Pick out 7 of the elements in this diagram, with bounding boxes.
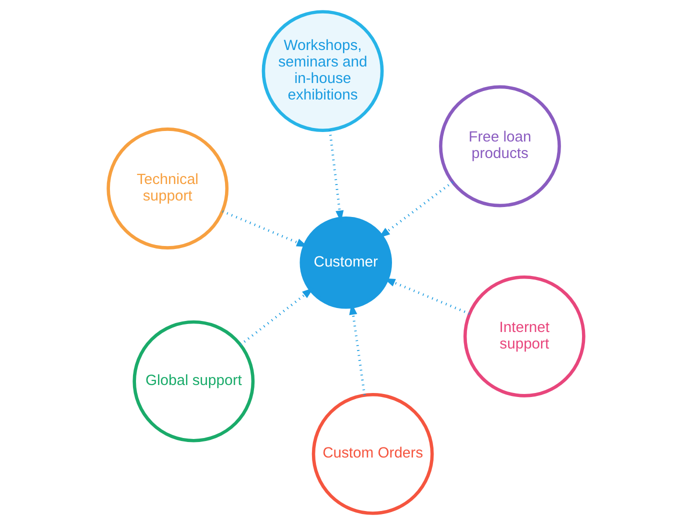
node-circle: Technical support xyxy=(106,128,228,250)
node-circle: Workshops, seminars and in-house exhibitions xyxy=(261,10,384,132)
node-circle: Custom Orders xyxy=(311,393,434,515)
node-circle: Global support xyxy=(132,320,254,442)
node-circle: Internet support xyxy=(462,275,585,398)
arrow xyxy=(239,288,314,346)
node-circle: Free loan products xyxy=(438,85,560,208)
